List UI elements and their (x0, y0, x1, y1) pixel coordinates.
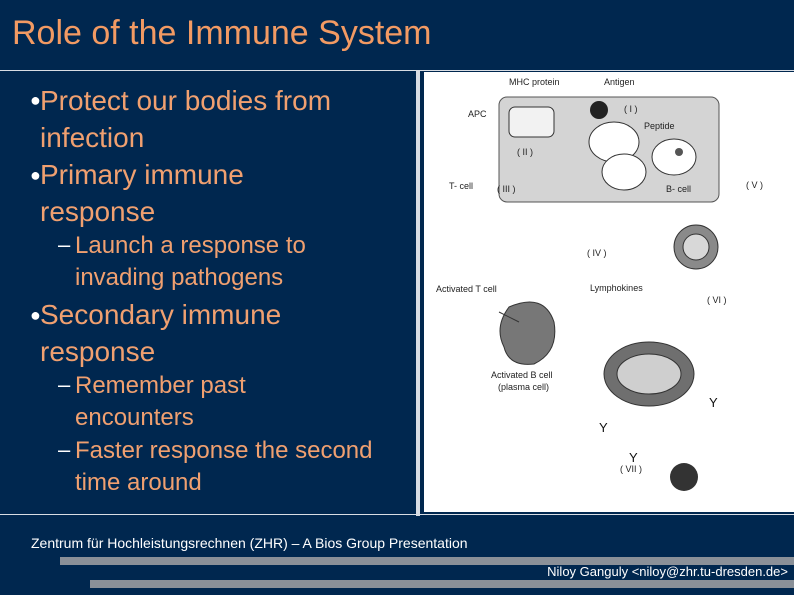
bottom-rule (0, 514, 794, 515)
footer-bar (90, 580, 794, 588)
activated-t-label: Activated T cell (436, 284, 497, 294)
bullet-dot: ● (30, 90, 41, 110)
plasma-label: (plasma cell) (498, 382, 549, 392)
peptide-label: Peptide (644, 121, 675, 131)
plasma-cell-inner (616, 353, 682, 395)
antigen-particle (590, 101, 608, 119)
footer-bar (60, 557, 794, 565)
vesicle (601, 153, 647, 191)
bullet-secondary: Secondary immune response (40, 299, 282, 367)
bullet-secondary-sub2: Faster response the second time around (75, 437, 373, 496)
activated-b-label: Activated B cell (491, 370, 553, 380)
bullet-dot: ● (30, 165, 41, 185)
vesicle (651, 138, 697, 176)
bullet-secondary-sub1: Remember past encounters (75, 372, 246, 431)
bullet-dot: ● (30, 305, 41, 325)
apc-nucleus (508, 106, 555, 138)
antigen-label: Antigen (604, 77, 635, 87)
bullet-protect: Protect our bodies from infection (40, 85, 332, 153)
bcell-nucleus (682, 233, 710, 261)
antibody-icon: Y (599, 420, 608, 435)
footer-author: Niloy Ganguly <niloy@zhr.tu-dresden.de> (547, 564, 788, 579)
antibody-cluster (670, 463, 698, 491)
immune-diagram: MHC protein Antigen APC Peptide ( I ) ( … (424, 72, 794, 512)
bullet-dash: – (58, 437, 71, 462)
immune-diagram-svg: MHC protein Antigen APC Peptide ( I ) ( … (436, 77, 763, 491)
tcell-label: T- cell (449, 181, 473, 191)
step-1-label: ( I ) (624, 104, 638, 114)
slide-title: Role of the Immune System (12, 14, 432, 52)
step-2-label: ( II ) (517, 147, 533, 157)
top-rule (0, 70, 794, 71)
footer-presentation: Zentrum für Hochleistungsrechnen (ZHR) –… (31, 535, 468, 551)
lymphokines-label: Lymphokines (590, 283, 643, 293)
antibody-icon: Y (709, 395, 718, 410)
bullet-dash: – (58, 372, 71, 397)
step-5-label: ( V ) (746, 180, 763, 190)
divider (416, 70, 420, 516)
bullet-dash: – (58, 232, 71, 257)
step-7-label: ( VII ) (620, 464, 642, 474)
pointer-line (498, 311, 520, 323)
activated-tcell (499, 301, 556, 365)
step-6-label: ( VI ) (707, 295, 727, 305)
step-3-label: ( III ) (497, 184, 516, 194)
apc-label: APC (468, 109, 487, 119)
mhc-label: MHC protein (509, 77, 560, 87)
bcell-label: B- cell (666, 184, 691, 194)
bullet-primary-sub: Launch a response to invading pathogens (75, 232, 306, 291)
antibody-icon: Y (629, 450, 638, 465)
bullet-primary: Primary immune response (40, 159, 244, 227)
step-4-label: ( IV ) (587, 248, 607, 258)
peptide-particle (675, 148, 683, 156)
